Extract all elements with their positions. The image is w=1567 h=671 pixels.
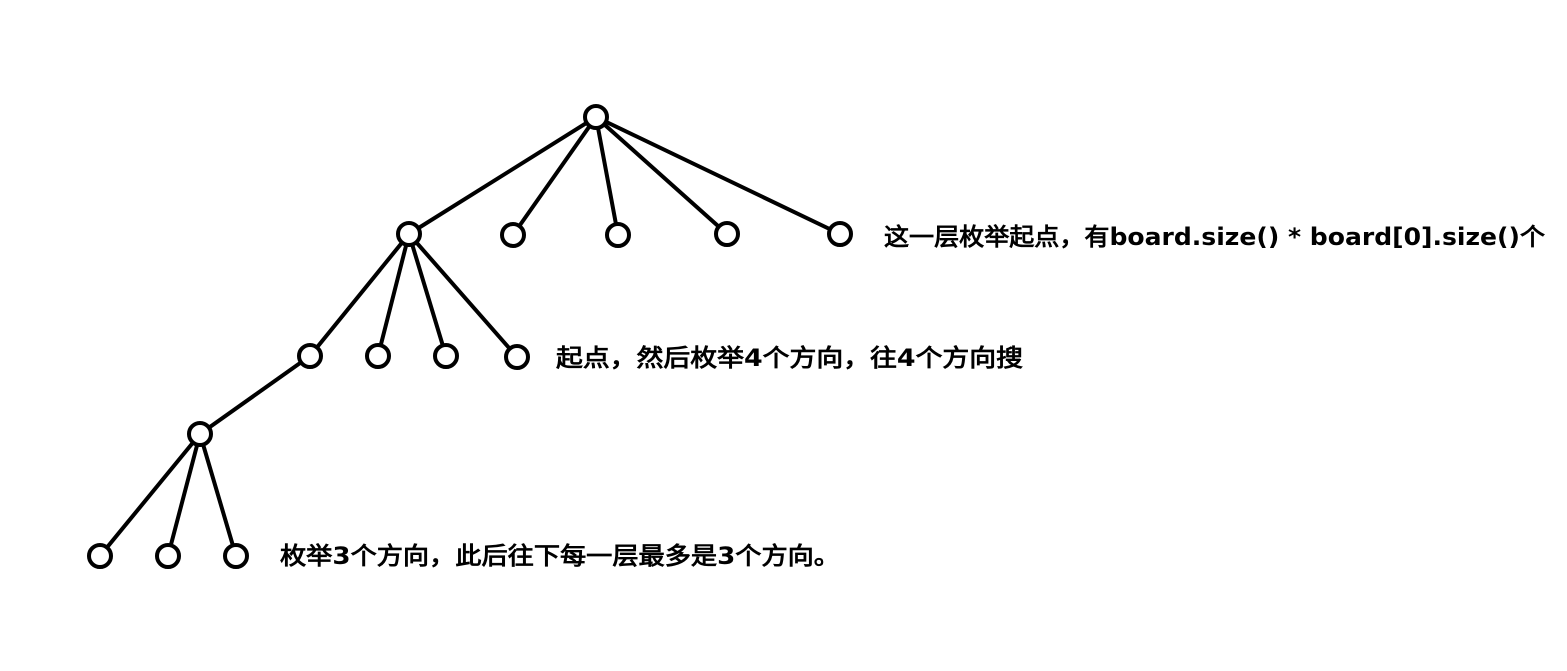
sub-direction-node-3 (223, 543, 249, 569)
start-node-4 (714, 221, 740, 247)
level-3-annotation: 枚举3个方向，此后往下每一层最多是3个方向。 (280, 542, 840, 570)
start-node-3 (605, 222, 631, 248)
direction-node-3 (433, 343, 459, 369)
edge-next-to-dir-3 (198, 432, 238, 558)
edge-root-to-start-1 (407, 115, 598, 236)
edge-start-to-dir-4 (407, 232, 519, 359)
root-node (583, 104, 609, 130)
edge-start-to-dir-2 (376, 232, 411, 358)
edge-root-to-start-3 (594, 115, 620, 237)
edge-next-to-dir-1 (98, 432, 202, 558)
direction-node-1 (297, 343, 323, 369)
sub-direction-node-2 (155, 543, 181, 569)
level-1-annotation: 这一层枚举起点，有board.size() * board[0].size()个 (884, 223, 1546, 251)
tree-edges (98, 115, 842, 558)
start-node-2 (500, 222, 526, 248)
edge-root-to-start-2 (511, 115, 598, 237)
edge-next-to-dir-2 (166, 432, 202, 558)
direction-node-2 (365, 343, 391, 369)
edge-start-to-dir-1 (308, 232, 411, 358)
start-node-1 (396, 221, 422, 247)
edge-dir-to-next (198, 354, 312, 436)
edge-root-to-start-5 (594, 115, 842, 236)
edge-root-to-start-4 (594, 115, 729, 236)
start-node-5 (827, 221, 853, 247)
edge-start-to-dir-3 (407, 232, 448, 358)
direction-node-4 (504, 344, 530, 370)
level-2-annotation: 起点，然后枚举4个方向，往4个方向搜 (555, 344, 1023, 372)
next-node (187, 421, 213, 447)
tree-nodes (87, 104, 853, 569)
sub-direction-node-1 (87, 543, 113, 569)
